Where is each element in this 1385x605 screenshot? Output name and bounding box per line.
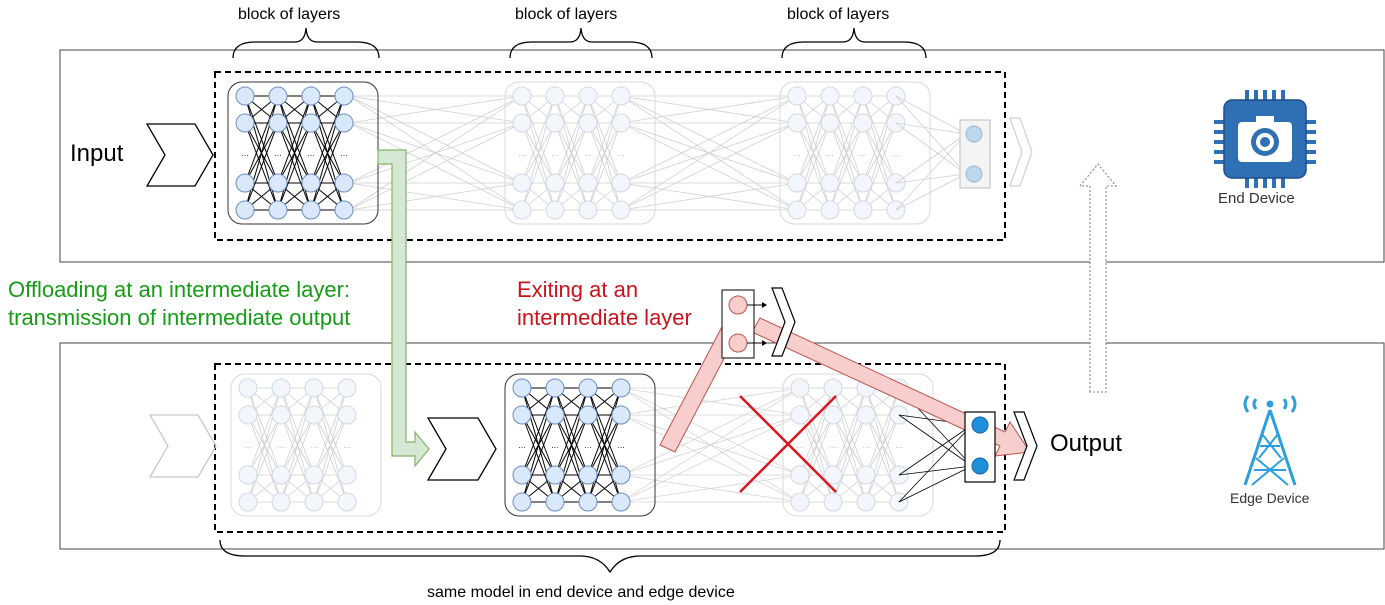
end-conn-out xyxy=(895,95,967,211)
svg-text:...: ... xyxy=(584,440,592,450)
end-conn-2-3 xyxy=(620,95,798,211)
braces xyxy=(219,27,1001,574)
cross-icon xyxy=(739,395,837,493)
svg-text:...: ... xyxy=(551,148,559,158)
svg-text:...: ... xyxy=(892,148,900,158)
block-label-3: block of layers xyxy=(787,6,890,23)
svg-text:...: ... xyxy=(244,440,252,450)
end-block-3: ............ xyxy=(779,81,931,225)
svg-text:...: ... xyxy=(274,148,282,158)
svg-text:...: ... xyxy=(826,148,834,158)
svg-text:...: ... xyxy=(310,440,318,450)
end-block-1: ............ xyxy=(227,81,379,225)
bottom-caption: same model in end device and edge device xyxy=(427,584,735,601)
svg-text:...: ... xyxy=(241,148,249,158)
svg-text:...: ... xyxy=(829,440,837,450)
svg-text:...: ... xyxy=(277,440,285,450)
output-arrow-icon xyxy=(1013,411,1038,481)
offload-arrow xyxy=(377,149,430,468)
antenna-dot xyxy=(1266,400,1274,408)
offloading-label-line1: Offloading at an intermediate layer: xyxy=(8,277,351,302)
svg-text:...: ... xyxy=(617,440,625,450)
svg-text:...: ... xyxy=(340,148,348,158)
edge-block-1: ............ xyxy=(230,373,382,517)
svg-text:...: ... xyxy=(551,440,559,450)
svg-text:...: ... xyxy=(617,148,625,158)
camera-chip-icon xyxy=(1214,90,1316,188)
svg-text:...: ... xyxy=(793,148,801,158)
input-label: Input xyxy=(70,140,124,167)
edge-block-2: ............ xyxy=(504,373,656,517)
exit-arrow-right xyxy=(751,317,1031,457)
exiting-label-line2: intermediate layer xyxy=(517,305,692,330)
end-block-2: ............ xyxy=(504,81,656,225)
end-device-panel xyxy=(59,49,1385,263)
svg-text:...: ... xyxy=(859,148,867,158)
block-label-2: block of layers xyxy=(515,6,618,23)
svg-text:...: ... xyxy=(307,148,315,158)
edge-device-label: Edge Device xyxy=(1230,490,1310,506)
svg-text:...: ... xyxy=(518,440,526,450)
end-device-label: End Device xyxy=(1218,190,1295,207)
input-arrow-icon xyxy=(145,123,214,187)
output-label: Output xyxy=(1050,430,1123,457)
svg-text:...: ... xyxy=(343,440,351,450)
svg-text:...: ... xyxy=(796,440,804,450)
input-arrow-ghost-icon xyxy=(148,414,217,478)
intermediate-input-arrow-icon xyxy=(426,417,497,481)
end-output-chevron-icon xyxy=(1009,117,1033,187)
svg-text:...: ... xyxy=(584,148,592,158)
svg-text:...: ... xyxy=(518,148,526,158)
svg-text:...: ... xyxy=(895,440,903,450)
exiting-label-line1: Exiting at an xyxy=(517,277,639,302)
edge-device-panel xyxy=(59,342,1385,550)
svg-text:...: ... xyxy=(862,440,870,450)
antenna-tower-icon xyxy=(1243,395,1297,486)
block-label-1: block of layers xyxy=(238,6,341,23)
end-model-frame xyxy=(214,71,1006,241)
return-arrow xyxy=(1078,163,1118,393)
exit-chevron-icon xyxy=(771,287,796,357)
offloading-label-line2: transmission of intermediate output xyxy=(8,305,351,330)
